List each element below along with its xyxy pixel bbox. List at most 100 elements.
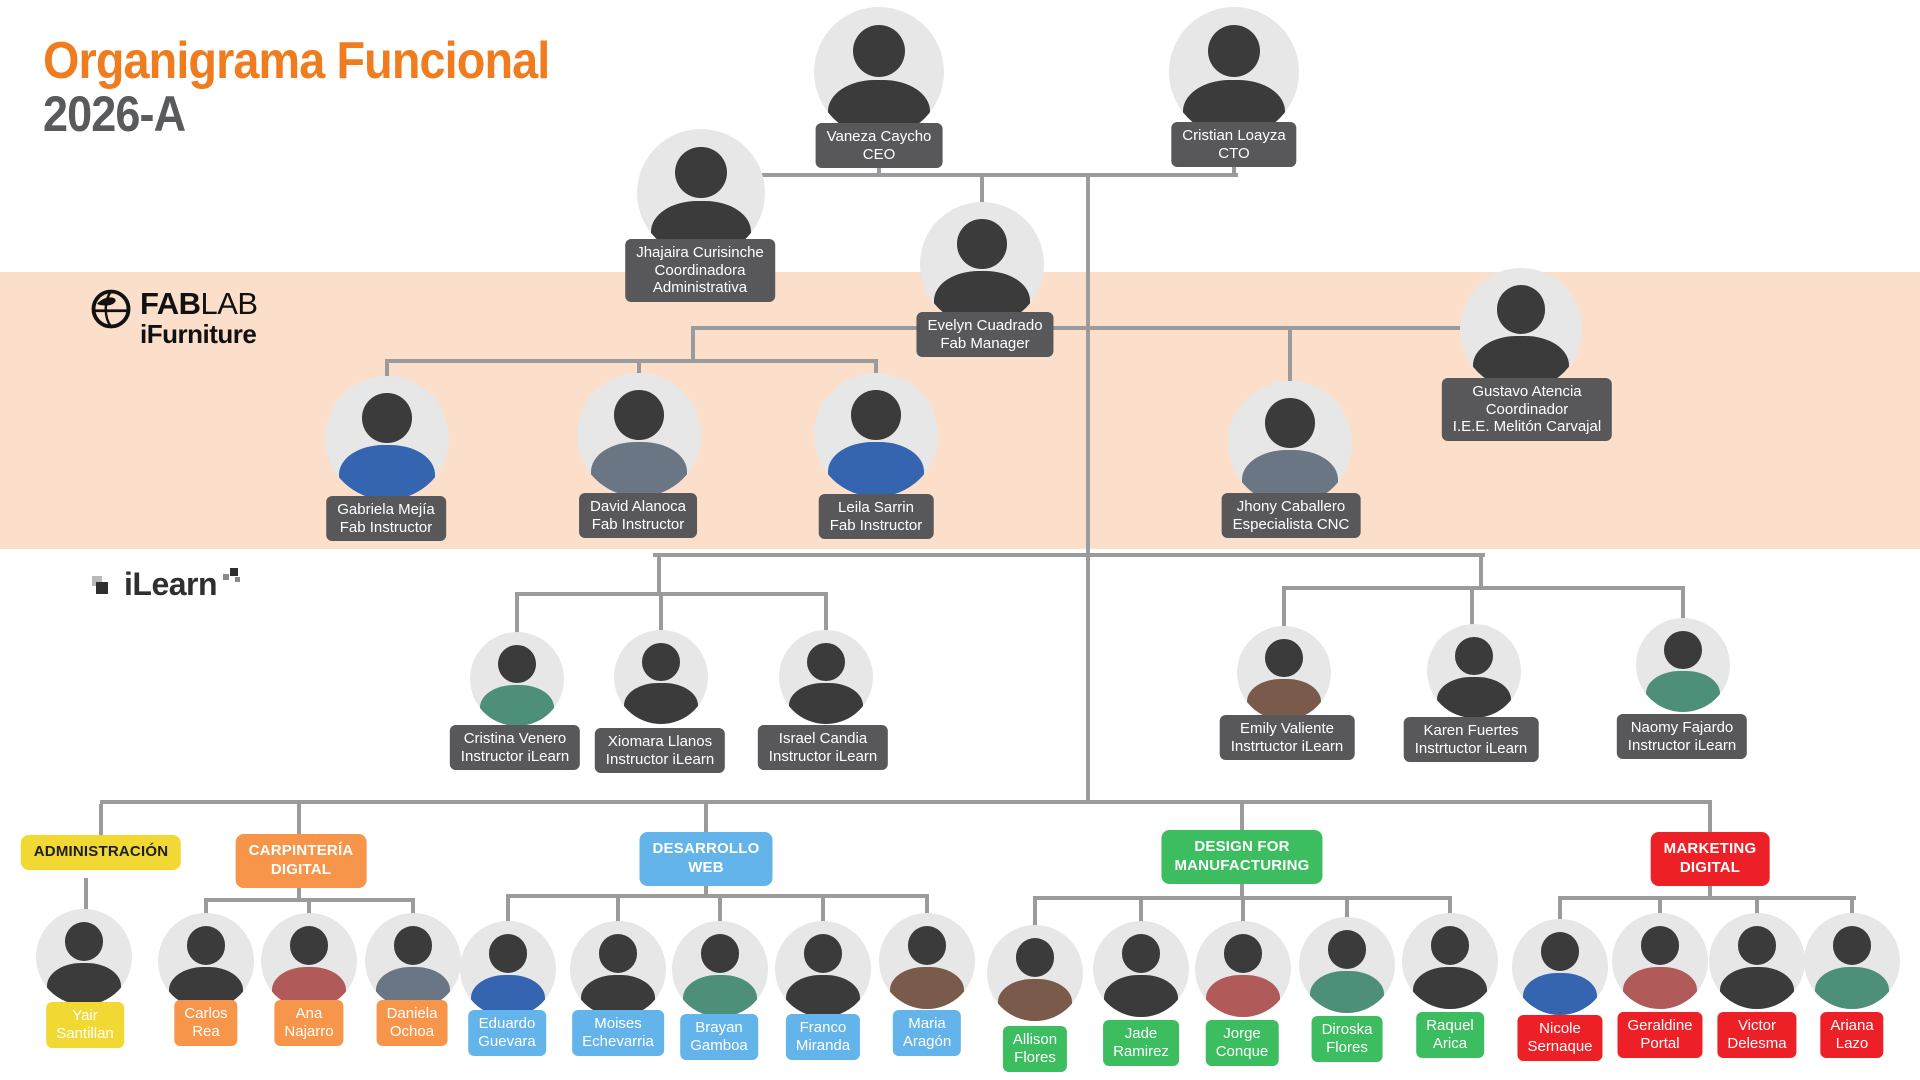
person-label-vaneza-caycho: Vaneza Caycho CEO: [815, 123, 943, 169]
connector-line: [506, 898, 510, 922]
connector-line: [1086, 173, 1090, 804]
connector-line: [1033, 900, 1037, 926]
avatar-raquel-arica: [1402, 913, 1498, 1009]
connector-line: [980, 177, 984, 207]
member-label-carlos-rea: Carlos Rea: [174, 1000, 238, 1046]
person-label-naomy-fajardo: Naomy Fajardo Instructor iLearn: [1616, 714, 1748, 760]
member-label-victor-delesma: Victor Delesma: [1717, 1012, 1797, 1058]
avatar-david-alanoca: [577, 373, 701, 497]
avatar-carlos-rea: [158, 913, 254, 1009]
avatar-allison-flores: [987, 925, 1083, 1021]
connector-line: [925, 898, 929, 914]
person-name: Evelyn Cuadrado: [927, 317, 1043, 334]
fablab-wordmark: FABLAB: [140, 288, 258, 319]
connector-line: [1282, 590, 1286, 628]
fablab-word-lab: LAB: [200, 286, 259, 321]
connector-line: [874, 363, 878, 377]
connector-line: [659, 596, 663, 632]
member-label-ariana-lazo: Ariana Lazo: [1820, 1012, 1884, 1058]
connector-line: [1708, 804, 1712, 833]
avatar-cristina-venero: [470, 632, 564, 726]
fablab-logo: FABLAB iFurniture: [90, 288, 258, 347]
person-label-karen-fuertes: Karen Fuertes Instrtuctor iLearn: [1403, 717, 1539, 763]
member-label-yair-santillan: Yair Santillan: [46, 1002, 124, 1048]
connector-line: [1470, 590, 1474, 626]
person-role: Fab Manager: [940, 334, 1030, 352]
avatar-ana-najarro: [261, 913, 357, 1009]
person-name: Gabriela Mejía: [337, 501, 435, 518]
department-badge-design-for-manufacturing: DESIGN FOR MANUFACTURING: [1161, 830, 1323, 884]
avatar-victor-delesma: [1709, 913, 1805, 1009]
avatar-eduardo-guevara: [460, 921, 556, 1017]
connector-line: [1708, 876, 1712, 898]
person-label-gustavo-atencia: Gustavo Atencia Coordinador I.E.E. Melit…: [1441, 378, 1613, 442]
member-label-allison-flores: Allison Flores: [1002, 1026, 1068, 1072]
avatar-moises-echevarria: [570, 921, 666, 1017]
connector-line: [1479, 557, 1483, 590]
department-badge-administracion: ADMINISTRACIÓN: [20, 835, 182, 870]
person-role: Fab Instructor: [829, 516, 923, 534]
person-role: Instructor iLearn: [768, 747, 878, 765]
connector-line: [100, 800, 1712, 804]
member-label-jorge-conque: Jorge Conque: [1205, 1020, 1279, 1066]
connector-line: [204, 898, 415, 902]
connector-line: [616, 898, 620, 922]
person-label-gabriela-mejia: Gabriela Mejía Fab Instructor: [326, 496, 446, 542]
connector-line: [385, 363, 389, 379]
connector-line: [1139, 900, 1143, 922]
person-label-jhony-caballero: Jhony Caballero Especialista CNC: [1221, 493, 1361, 539]
member-label-raquel-arica: Raquel Arica: [1416, 1012, 1484, 1058]
ilearn-wordmark: iLearn: [124, 566, 218, 602]
avatar-maria-aragon: [879, 913, 975, 1009]
member-label-diroska-flores: Diroska Flores: [1311, 1016, 1383, 1062]
connector-line: [297, 880, 301, 900]
connector-line: [385, 359, 878, 363]
avatar-leila-sarrin: [814, 373, 938, 497]
fablab-word-fab: FAB: [140, 286, 201, 321]
person-role: CTO: [1218, 144, 1250, 162]
avatar-vaneza-caycho: [814, 7, 944, 137]
connector-line: [691, 330, 695, 363]
member-label-brayan-gamboa: Brayan Gamboa: [680, 1014, 758, 1060]
connector-line: [718, 898, 722, 922]
connector-line: [1448, 900, 1452, 914]
person-label-cristian-loayza: Cristian Loayza CTO: [1171, 122, 1297, 168]
connector-line: [691, 326, 1462, 330]
connector-line: [657, 557, 661, 596]
person-name: Xiomara Llanos: [607, 733, 713, 750]
avatar-israel-candia: [779, 630, 873, 724]
person-name: Gustavo Atencia: [1472, 383, 1582, 400]
person-name: Leila Sarrin: [838, 499, 914, 516]
person-name: Cristina Venero: [463, 730, 567, 747]
connector-line: [637, 363, 641, 377]
member-label-jade-ramirez: Jade Ramirez: [1103, 1020, 1179, 1066]
avatar-jhony-caballero: [1228, 381, 1352, 505]
connector-line: [1240, 872, 1244, 898]
avatar-yair-santillan: [36, 909, 132, 1005]
person-role: Fab Instructor: [339, 518, 433, 536]
person-name: Israel Candia: [778, 730, 868, 747]
connector-line: [1558, 900, 1562, 920]
member-label-franco-miranda: Franco Miranda: [785, 1014, 861, 1060]
connector-line: [821, 898, 825, 922]
connector-line: [307, 902, 311, 914]
department-badge-marketing-digital: MARKETING DIGITAL: [1650, 832, 1770, 886]
connector-line: [506, 894, 929, 898]
ilearn-logo: iLearn: [92, 568, 241, 600]
connector-line: [704, 804, 708, 833]
person-role: Especialista CNC: [1232, 515, 1350, 533]
connector-line: [704, 876, 708, 896]
connector-line: [1033, 896, 1452, 900]
person-role: CEO: [862, 145, 896, 163]
connector-line: [99, 804, 103, 836]
connector-line: [1558, 896, 1856, 900]
person-role: Coordinadora Administrativa: [652, 261, 748, 297]
connector-line: [1241, 900, 1245, 922]
avatar-emily-valiente: [1237, 626, 1331, 720]
connector-line: [515, 592, 828, 596]
person-name: Jhony Caballero: [1236, 498, 1346, 515]
avatar-brayan-gamboa: [672, 921, 768, 1017]
avatar-jade-ramirez: [1093, 921, 1189, 1017]
person-label-cristina-venero: Cristina Venero Instructor iLearn: [449, 725, 581, 771]
